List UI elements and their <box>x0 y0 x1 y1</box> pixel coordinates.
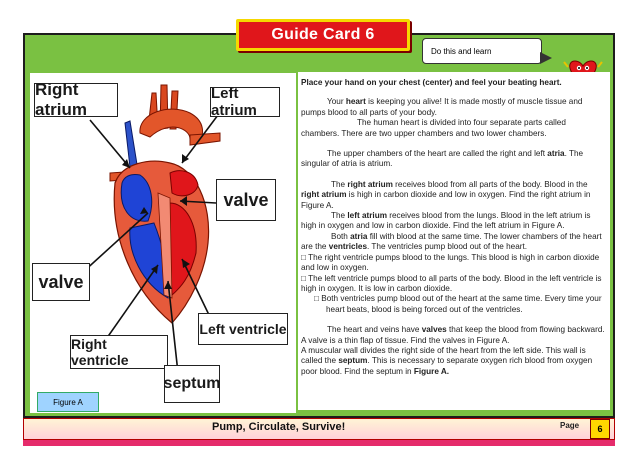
text-run: Both ventricles pump blood out of the he… <box>321 294 602 314</box>
paragraph-both-ventricles: □ Both ventricles pump blood out of the … <box>298 294 610 315</box>
text-bold: right atrium <box>301 190 347 200</box>
figure-caption: Figure A <box>37 392 99 412</box>
paragraph-right-ventricle: □ The right ventricle pumps blood to the… <box>298 253 610 274</box>
text-run: The right ventricle pumps blood to the l… <box>301 252 600 273</box>
paragraph-left-ventricle: □ The left ventricle pumps blood to all … <box>298 274 610 295</box>
text-run: receives blood from the lungs. Blood in … <box>301 211 591 231</box>
page-number: 6 <box>590 419 610 439</box>
text-run: The heart and veins have <box>327 325 422 335</box>
intro-paragraph: Place your hand on your chest (center) a… <box>301 78 562 87</box>
guide-card-title: Guide Card 6 <box>236 19 410 51</box>
paragraph-septum: A muscular wall divides the right side o… <box>298 346 610 377</box>
text-run: Your <box>327 97 346 107</box>
text-run: is high in carbon dioxide and low in oxy… <box>301 190 591 210</box>
bullet-icon: □ <box>314 294 322 304</box>
paragraph-heart: Your heart is keeping you alive! It is m… <box>298 97 610 118</box>
text-bold: ventricles <box>328 242 367 252</box>
text-run: The <box>331 179 348 189</box>
text-run: The upper chambers of the heart are call… <box>327 149 548 159</box>
label-right-ventricle: Right ventricle <box>70 335 168 369</box>
bullet-icon: □ <box>301 252 309 262</box>
label-right-atrium: Right atrium <box>34 80 118 119</box>
paragraph-left-atrium: The left atrium receives blood from the … <box>298 211 610 232</box>
text-bold: Figure A. <box>413 366 450 376</box>
text-run: Both <box>331 231 351 241</box>
paragraph-chambers: The human heart is divided into four sep… <box>301 118 566 138</box>
paragraph-atria: The upper chambers of the heart are call… <box>298 149 610 170</box>
label-left-atrium: Left atrium <box>210 85 280 119</box>
text-run: receives blood from all parts of the bod… <box>392 179 588 189</box>
text-run: The left ventricle pumps blood to all pa… <box>301 273 602 293</box>
bullet-icon: □ <box>301 273 309 283</box>
text-run: is keeping you alive! It is made mostly … <box>301 97 583 117</box>
figure-panel: Right atrium Left atrium valve valve Lef… <box>30 73 296 413</box>
footer-title: Pump, Circulate, Survive! <box>212 421 346 433</box>
text-run: . The singular of atria is atrium. <box>301 149 584 169</box>
text-panel: Place your hand on your chest (center) a… <box>298 72 610 410</box>
text-run: that keep the blood from flowing backwar… <box>301 325 605 345</box>
text-bold: atria <box>350 231 368 241</box>
speech-bubble: Do this and learn <box>422 38 542 64</box>
bottom-accent-bar <box>23 440 615 446</box>
paragraph-valves: The heart and veins have valves that kee… <box>298 325 610 346</box>
text-run: A muscular wall divides the right side o… <box>301 345 586 366</box>
text-run: The <box>331 211 348 221</box>
speech-bubble-tail <box>540 52 552 64</box>
paragraph-ventricles: Both atria fill with blood at the same t… <box>298 232 610 253</box>
text-bold: atria <box>547 149 565 159</box>
text-bold: right atrium <box>347 179 393 189</box>
text-run: . The ventricles pump blood out of the h… <box>367 242 528 252</box>
label-valve-left: valve <box>32 263 90 301</box>
text-bold: heart <box>345 97 366 107</box>
label-left-ventricle: Left ventricle <box>198 313 288 345</box>
heart-diagram <box>81 84 221 374</box>
text-bold: left atrium <box>347 211 387 221</box>
label-septum: septum <box>164 365 220 403</box>
label-valve-right: valve <box>216 179 276 221</box>
text-bold: septum <box>338 356 368 366</box>
footer-bar <box>23 418 615 440</box>
text-run: fill with blood at the same time. The lo… <box>301 231 602 252</box>
paragraph-right-atrium: The right atrium receives blood from all… <box>298 180 610 211</box>
text-bold: valves <box>421 325 447 335</box>
text-run: . This is necessary to separate oxygen r… <box>301 356 593 376</box>
page-label: Page <box>560 421 580 430</box>
